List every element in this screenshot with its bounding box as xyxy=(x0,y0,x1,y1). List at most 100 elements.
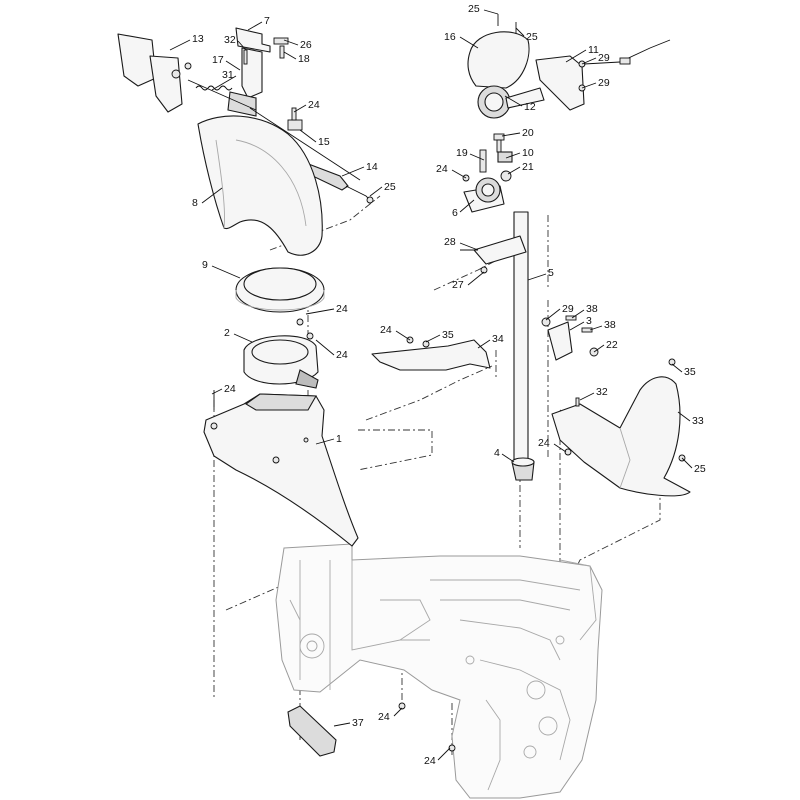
part-37-skid xyxy=(287,702,456,757)
leader-line-c24d xyxy=(293,104,307,113)
leader-line-c25a xyxy=(483,9,499,15)
callout-label-c8: 8 xyxy=(192,197,198,209)
callout-label-c3: 3 xyxy=(586,315,592,327)
callout-label-c25b: 25 xyxy=(526,31,538,43)
leader-line-c24g xyxy=(211,388,223,395)
callout-label-c21: 21 xyxy=(522,161,534,173)
leader-line-c25c xyxy=(681,457,693,469)
leader-line-c4 xyxy=(501,453,515,463)
callout-label-c28: 28 xyxy=(444,236,456,248)
part-5-shaft-tube xyxy=(460,211,529,461)
part-4-bushing xyxy=(511,457,535,481)
callout-label-c9: 9 xyxy=(202,259,208,271)
leader-line-c35a xyxy=(425,334,441,343)
leader-line-c38a xyxy=(571,309,585,319)
callout-label-c24a: 24 xyxy=(436,163,448,175)
leader-line-c24b xyxy=(395,330,411,341)
leader-line-c29a xyxy=(581,57,597,65)
callout-label-c5: 5 xyxy=(548,267,554,279)
leader-line-c9 xyxy=(211,265,241,279)
leader-line-c6 xyxy=(459,199,475,213)
callout-label-c10: 10 xyxy=(522,147,534,159)
leader-line-c24h xyxy=(393,707,403,717)
leader-line-c24c xyxy=(553,443,567,453)
leader-line-c24i xyxy=(437,747,451,761)
leader-line-c19 xyxy=(469,153,485,161)
part-13-deflector xyxy=(117,33,192,113)
part-8-chute xyxy=(197,115,323,256)
leader-line-c18 xyxy=(283,51,297,60)
leader-line-c3 xyxy=(569,321,585,331)
leader-line-c27 xyxy=(467,271,485,286)
callout-label-c12: 12 xyxy=(524,101,536,113)
callout-label-c17: 17 xyxy=(212,54,224,66)
callout-label-c25d: 25 xyxy=(384,181,396,193)
callout-label-c35a: 35 xyxy=(442,329,454,341)
leader-line-c31 xyxy=(211,75,237,91)
callout-label-c2: 2 xyxy=(224,327,230,339)
leader-line-c14 xyxy=(341,166,365,177)
callout-label-c22: 22 xyxy=(606,339,618,351)
leader-line-c21 xyxy=(507,166,521,175)
leader-line-c12 xyxy=(504,95,523,107)
leader-line-c13 xyxy=(169,39,191,51)
part-11-bracket xyxy=(535,39,671,111)
part-9-ring xyxy=(235,267,325,313)
leader-line-c1 xyxy=(315,438,335,445)
callout-label-c26: 26 xyxy=(300,39,312,51)
callout-label-c24d: 24 xyxy=(308,99,320,111)
callout-label-c19: 19 xyxy=(456,147,468,159)
callout-label-c27: 27 xyxy=(452,279,464,291)
leader-line-c8 xyxy=(201,187,223,204)
part-16-gear-cover xyxy=(467,14,530,89)
callout-label-c24h: 24 xyxy=(378,711,390,723)
part-3-bracket xyxy=(541,315,599,361)
part-7-bracket xyxy=(235,27,289,99)
callout-label-c13: 13 xyxy=(192,33,204,45)
callout-label-c20: 20 xyxy=(522,127,534,139)
callout-label-c14: 14 xyxy=(366,161,378,173)
leader-line-c24f xyxy=(315,339,335,356)
callout-label-c4: 4 xyxy=(494,447,500,459)
callout-label-c35b: 35 xyxy=(684,366,696,378)
callout-label-c31: 31 xyxy=(222,69,234,81)
part-15-clip xyxy=(287,107,303,131)
leader-line-c29c xyxy=(545,308,561,321)
leader-line-c35b xyxy=(671,363,683,373)
callout-label-c29c: 29 xyxy=(562,303,574,315)
leader-line-c10 xyxy=(505,152,521,159)
leader-line-c32a xyxy=(579,392,595,401)
callout-label-c25c: 25 xyxy=(694,463,706,475)
part-17-31-spring-assembly xyxy=(187,49,361,181)
callout-label-c32a: 32 xyxy=(596,386,608,398)
leader-line-c22 xyxy=(593,344,605,353)
leader-line-c5 xyxy=(527,273,547,281)
part-33-rear-cover xyxy=(551,358,691,497)
callout-label-c24g: 24 xyxy=(224,383,236,395)
leader-line-c32b xyxy=(237,40,247,51)
callout-label-c34: 34 xyxy=(492,333,504,345)
callout-label-c37: 37 xyxy=(352,717,364,729)
part-2-flange xyxy=(243,318,319,389)
callout-label-c11: 11 xyxy=(588,44,599,56)
leader-line-c7 xyxy=(247,21,263,31)
leader-line-c25d xyxy=(369,186,383,197)
leader-line-c24a xyxy=(451,169,467,179)
leader-line-c37 xyxy=(333,722,351,727)
leader-line-c24e xyxy=(305,308,335,315)
part-1-chute-base xyxy=(203,390,359,547)
callout-label-c24b: 24 xyxy=(380,324,392,336)
callout-label-c15: 15 xyxy=(318,136,330,148)
callout-label-c7: 7 xyxy=(264,15,270,27)
leader-line-c29b xyxy=(581,82,597,89)
callout-label-c32b: 32 xyxy=(224,34,236,46)
leader-line-c11 xyxy=(565,49,587,63)
leader-line-c15 xyxy=(299,129,317,143)
callout-label-c29a: 29 xyxy=(598,52,610,64)
callout-label-c24f: 24 xyxy=(336,349,348,361)
leader-line-c38b xyxy=(589,325,603,331)
leader-line-c20 xyxy=(501,132,521,137)
callout-label-c6: 6 xyxy=(452,207,458,219)
part-20-10-21-hardware xyxy=(479,133,513,182)
